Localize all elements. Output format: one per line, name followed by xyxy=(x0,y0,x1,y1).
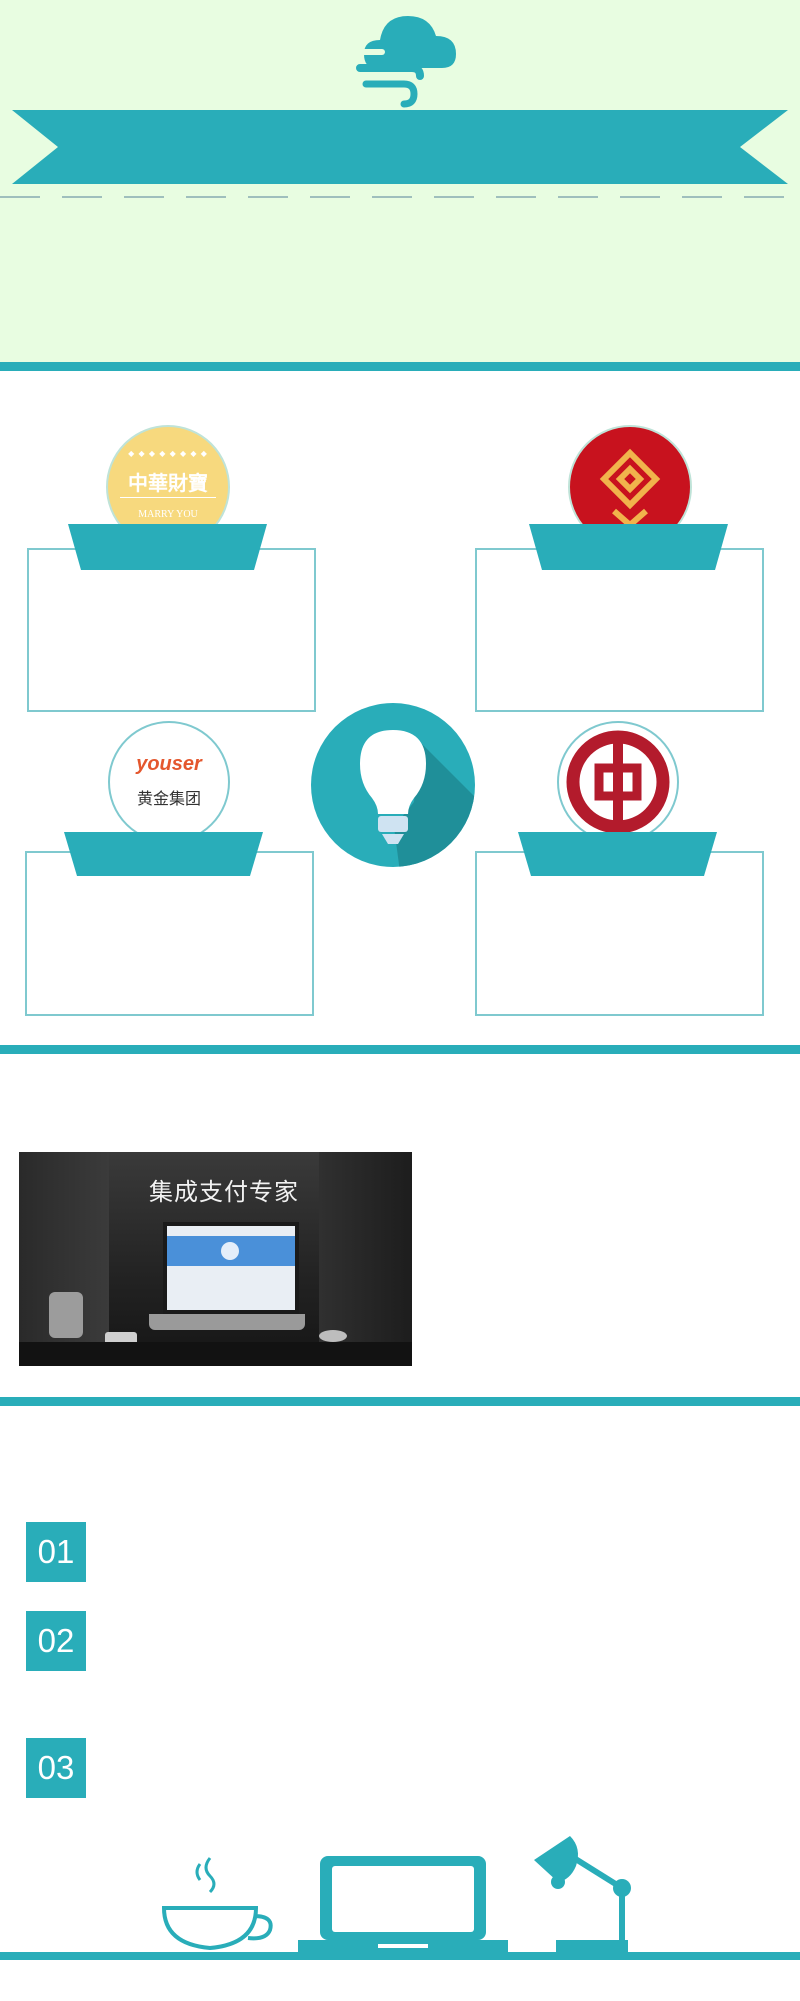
step-number-badge: 01 xyxy=(26,1522,86,1582)
section-divider xyxy=(0,362,800,371)
step-number-badge: 03 xyxy=(26,1738,86,1798)
partner-card xyxy=(475,548,764,712)
laptop-base xyxy=(149,1314,305,1330)
header-banner xyxy=(12,108,788,186)
bank-of-china-logo xyxy=(557,721,679,843)
card-ribbon xyxy=(64,832,263,876)
section-divider xyxy=(0,1045,800,1054)
partner-card xyxy=(27,548,316,712)
logo-cn-text: 中華財寶 xyxy=(128,471,208,495)
laptop-screen xyxy=(163,1222,299,1316)
section-divider xyxy=(0,1397,800,1406)
desk-lamp-icon xyxy=(530,1836,640,1956)
card-ribbon xyxy=(518,832,717,876)
dashed-divider xyxy=(0,196,800,198)
coffee-cup-icon xyxy=(150,1852,280,1954)
logo-top-text: youser xyxy=(136,753,202,775)
card-ribbon xyxy=(529,524,728,570)
partner-card xyxy=(475,851,764,1016)
logo-cn-text: 黄金集团 xyxy=(136,789,201,808)
step-number-badge: 02 xyxy=(26,1611,86,1671)
wind-cloud-icon xyxy=(353,6,466,110)
laptop-icon xyxy=(298,1852,508,1956)
desk-line xyxy=(0,1952,800,1960)
logo-en-text: MARRY YOU xyxy=(138,509,198,520)
showcase-photo: 集成支付专家 xyxy=(19,1152,412,1366)
lightbulb-icon xyxy=(310,702,476,868)
partner-card xyxy=(25,851,314,1016)
card-ribbon xyxy=(68,524,267,570)
showcase-caption: 集成支付专家 xyxy=(149,1178,299,1206)
youser-logo: youser 黄金集团 xyxy=(108,721,230,843)
